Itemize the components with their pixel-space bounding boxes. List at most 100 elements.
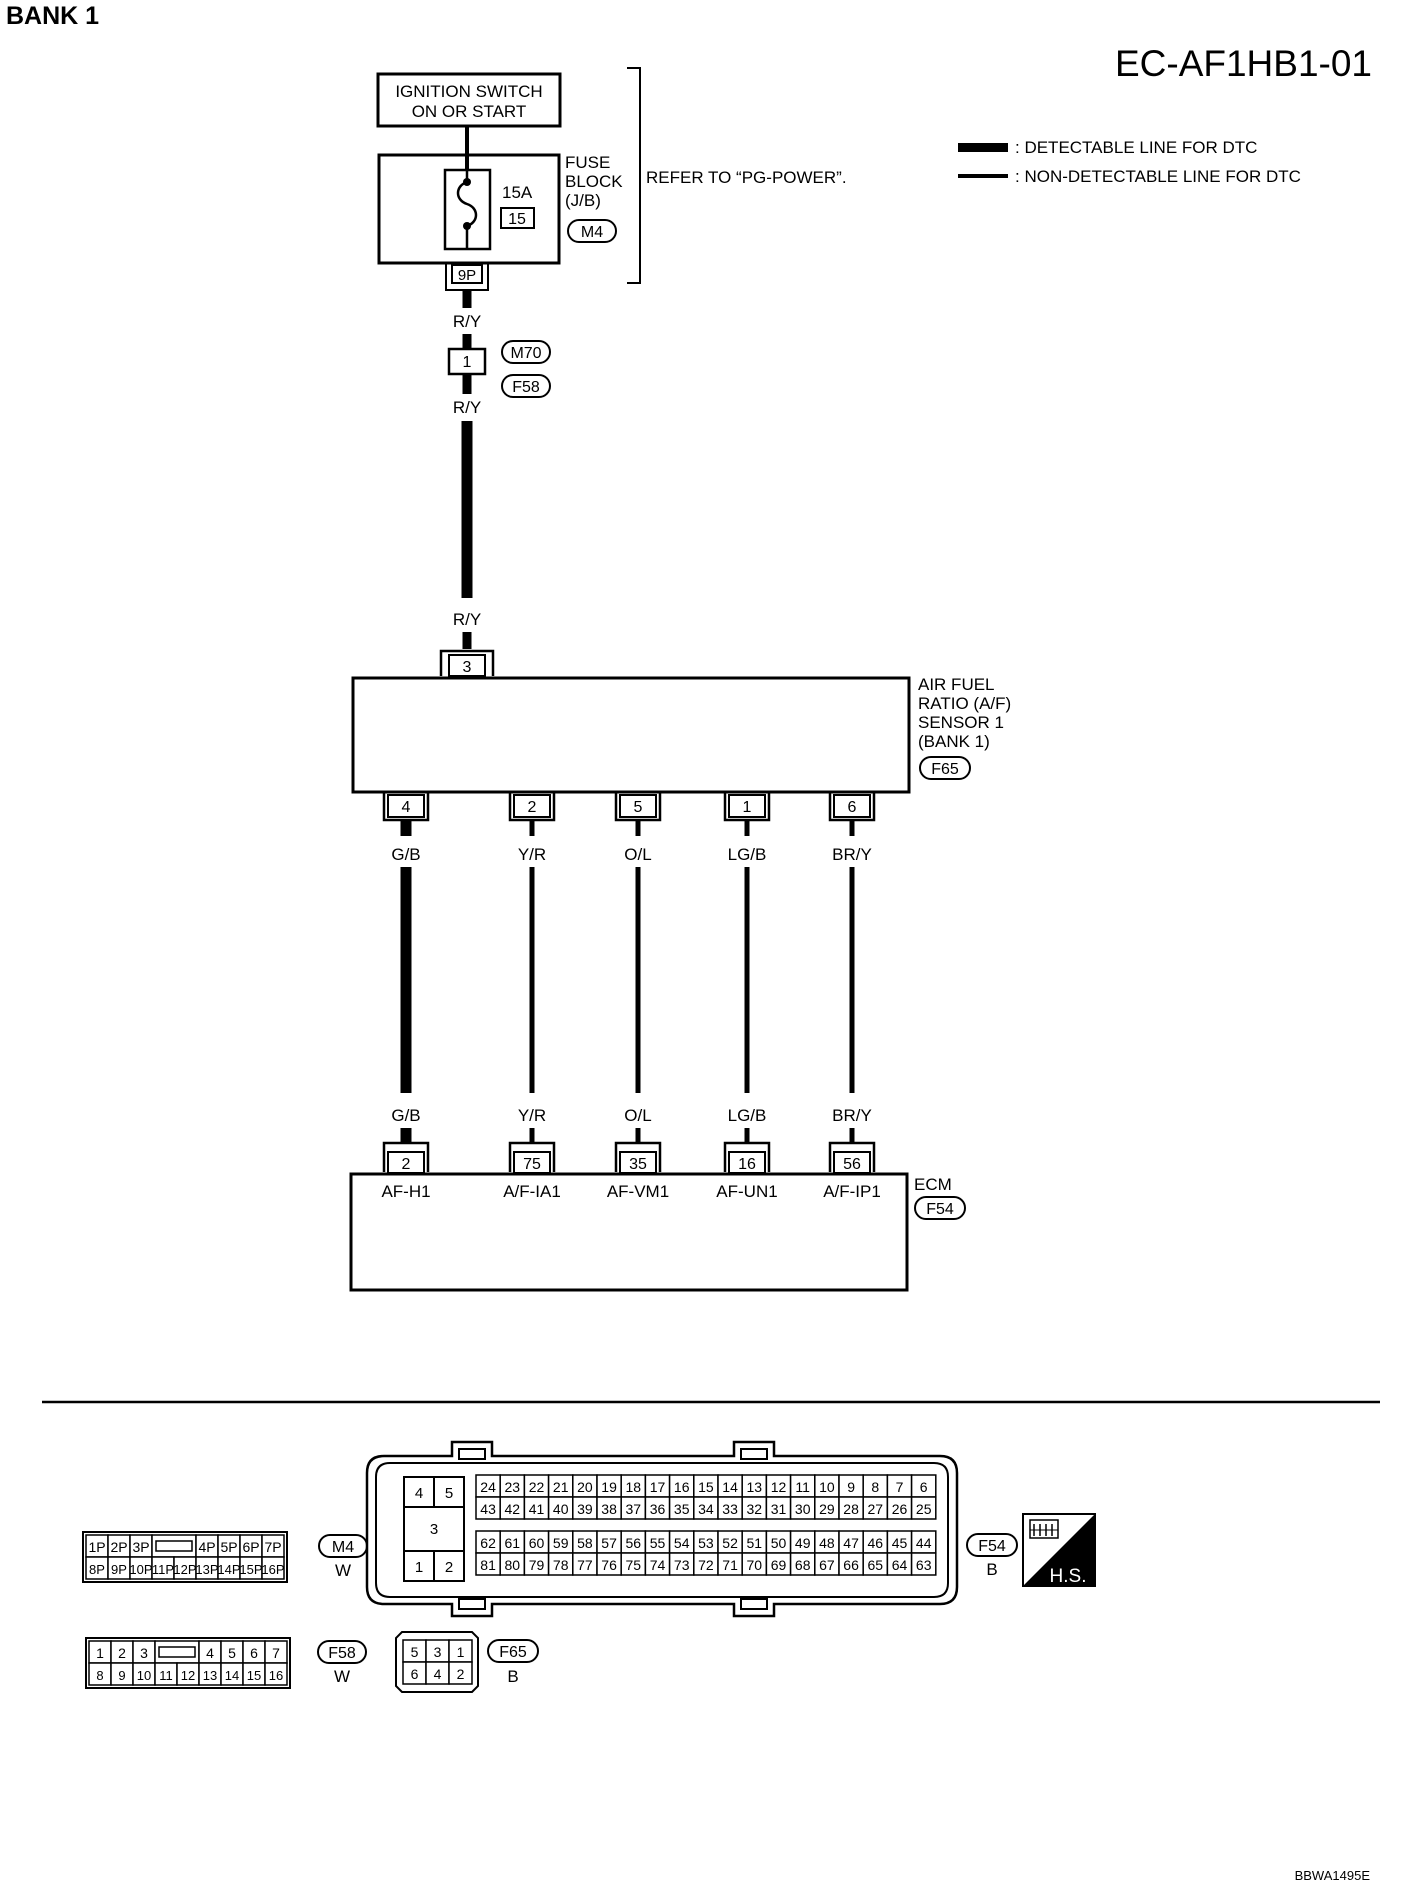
f65-pin-cell [448,1661,473,1685]
f54-pin: 58 [577,1535,593,1551]
f54-pin: 35 [674,1501,690,1517]
f54-pin: 34 [698,1501,714,1517]
sensor-top-pin: 3 [463,659,472,676]
joint-connector-bottom: F58 [512,379,540,396]
f54-pin: 19 [601,1479,617,1495]
joint-connector-m70-f58: 1 M70 F58 [447,340,551,398]
fuse-block-connector: M4 [581,224,603,241]
m4-pin: 9P [111,1562,127,1577]
f54-pin: 46 [868,1535,884,1551]
f54-pin: 43 [480,1501,496,1517]
ecm-signal: AF-H1 [381,1182,430,1201]
wire-column-1: 4 G/B G/B 2 AF-H1 [381,792,431,1201]
f58-lock-cell [154,1640,200,1664]
f58-pin: 10 [137,1668,151,1683]
f54-pin: 18 [626,1479,642,1495]
f54-pin: 31 [771,1501,787,1517]
f54-pin: 47 [843,1535,859,1551]
wire-column-4: 1 LG/B LG/B 16 AF-UN1 [716,792,778,1201]
joint-pin: 1 [463,354,472,371]
f54-pin: 29 [819,1501,835,1517]
f54-pin: 78 [553,1557,569,1573]
f54-pin: 25 [916,1501,932,1517]
f54-pin: 15 [698,1479,714,1495]
f54-pin: 54 [674,1535,690,1551]
sensor-name-4: (BANK 1) [918,732,990,751]
refer-note: REFER TO “PG-POWER”. [646,168,847,187]
m4-id: M4 [332,1539,354,1556]
f54-pin: 72 [698,1557,714,1573]
sensor-pin: 5 [634,799,643,816]
f54-pin: 56 [626,1535,642,1551]
f54-pin: 14 [722,1479,738,1495]
f54-pin: 55 [650,1535,666,1551]
f54-pin: 68 [795,1557,811,1573]
f54-pin: 57 [601,1535,617,1551]
f65-id: F65 [499,1644,527,1661]
f54-pin: 73 [674,1557,690,1573]
f58-pin: 16 [269,1668,283,1683]
wire-color-bottom: Y/R [518,1106,546,1125]
joint-connector-top: M70 [510,345,541,362]
m4-pin: 10P [129,1562,152,1577]
ecm-name: ECM [914,1175,952,1194]
f54-pin: 66 [843,1557,859,1573]
f54-pin: 77 [577,1557,593,1573]
fuse-element-icon [456,170,478,249]
f54-pin: 53 [698,1535,714,1551]
f54-pin: 41 [529,1501,545,1517]
legend-detectable-label: : DETECTABLE LINE FOR DTC [1015,138,1257,157]
f54-pin: 22 [529,1479,545,1495]
m4-pin: 16P [261,1562,284,1577]
f65-pin: 3 [434,1644,442,1660]
f58-pin: 13 [203,1668,217,1683]
harness-connector-icon [1029,1519,1059,1539]
ecm-signal: AF-UN1 [716,1182,777,1201]
ecm-signal: A/F-IP1 [823,1182,881,1201]
wire-color-bottom: LG/B [728,1106,767,1125]
footer-code: BBWA1495E [1295,1868,1371,1883]
m4-pin-cell [261,1556,285,1580]
ecm-pin: 75 [523,1156,541,1173]
m4-pin: 12P [173,1562,196,1577]
f54-pin: 62 [480,1535,496,1551]
f54-pin: 13 [747,1479,763,1495]
legend: : DETECTABLE LINE FOR DTC : NON-DETECTAB… [958,138,1301,186]
f54-pin: 32 [747,1501,763,1517]
f65-pin: 5 [411,1644,419,1660]
fuse-number: 15 [508,211,526,228]
m4-pin: 1P [88,1539,105,1555]
fuse-block-label-3: (J/B) [565,191,601,210]
f54-pin: 6 [920,1479,928,1495]
f54-pin: 64 [892,1557,908,1573]
f54-pin: 74 [650,1557,666,1573]
f58-pin: 11 [159,1668,173,1683]
f65-color: B [507,1667,518,1686]
wire-color-ry-1: R/Y [453,312,481,331]
wire-color-bottom: BR/Y [832,1106,872,1125]
m4-pin: 7P [264,1539,281,1555]
f54-pin: 10 [819,1479,835,1495]
f54-pin: 37 [626,1501,642,1517]
ignition-label-line1: IGNITION SWITCH [395,82,542,101]
f54-pin: 69 [771,1557,787,1573]
ecm: ECM F54 [349,1172,966,1292]
f54-pin: 27 [868,1501,884,1517]
wire-column-3: 5 O/L O/L 35 AF-VM1 [607,792,669,1201]
f54-pin: 49 [795,1535,811,1551]
f54-pin: 30 [795,1501,811,1517]
fuse-terminal-9p: 9P [458,267,476,284]
wire-color-top: O/L [624,845,651,864]
sensor-pin: 2 [528,799,537,816]
f54-pin: 81 [480,1557,496,1573]
m4-lock-cell [151,1534,197,1558]
f54-pin: 50 [771,1535,787,1551]
m4-pin: 14P [217,1562,240,1577]
refer-bracket [627,67,641,284]
